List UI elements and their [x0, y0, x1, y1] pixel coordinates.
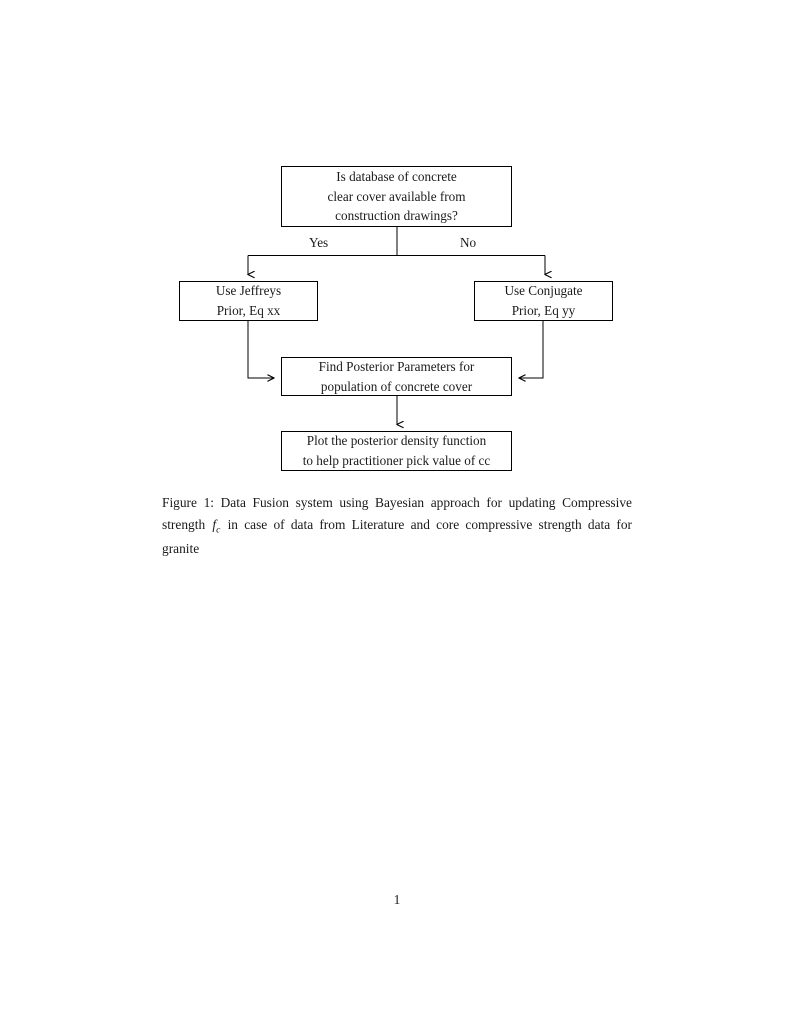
flow-node-conjugate-prior[interactable]: Use Conjugate Prior, Eq yy — [474, 281, 613, 321]
flow-node-decision[interactable]: Is database of concrete clear cover avai… — [281, 166, 512, 227]
node-decision-line-2: clear cover available from — [327, 188, 466, 204]
figure-caption-math-fc: fc — [211, 516, 221, 536]
node-conjugate-line-2: Prior, Eq yy — [511, 303, 576, 318]
node-decision-line-3: construction drawings? — [335, 208, 458, 224]
node-posterior-line-2: population of concrete cover — [320, 378, 473, 394]
figure-caption-text-part-2: in case of data from Literature and core… — [162, 516, 632, 556]
flowchart-figure: Is database of concrete clear cover avai… — [0, 0, 794, 490]
node-jeffreys-line-1: Use Jeffreys — [215, 283, 282, 299]
math-symbol-f: f — [212, 516, 217, 532]
figure-caption: Figure 1: Data Fusion system using Bayes… — [162, 492, 632, 560]
flow-node-jeffreys-prior[interactable]: Use Jeffreys Prior, Eq xx — [179, 281, 318, 321]
node-jeffreys-line-2: Prior, Eq xx — [216, 303, 281, 318]
page-number: 1 — [393, 892, 401, 907]
edge-jeffreys-to-posterior — [247, 321, 275, 382]
figure-caption-label: Figure 1: — [162, 495, 214, 510]
node-plot-line-2: to help practitioner pick value of cc — [302, 453, 491, 468]
edge-label-no: No — [457, 235, 480, 251]
math-subscript-c: c — [216, 524, 221, 536]
edge-label-yes: Yes — [306, 235, 332, 251]
node-posterior-line-1: Find Posterior Parameters for — [318, 358, 475, 374]
flowchart-connectors — [247, 227, 552, 429]
node-plot-line-1: Plot the posterior density function — [306, 433, 487, 449]
edge-conjugate-to-posterior — [518, 321, 544, 382]
figure-caption-text-part-1: Data Fusion system using Bayesian approa… — [162, 495, 632, 532]
node-conjugate-line-1: Use Conjugate — [504, 283, 583, 299]
flow-node-plot-density[interactable]: Plot the posterior density function to h… — [281, 431, 512, 471]
node-decision-line-1: Is database of concrete — [336, 169, 457, 185]
flow-node-find-posterior[interactable]: Find Posterior Parameters for population… — [281, 357, 512, 396]
